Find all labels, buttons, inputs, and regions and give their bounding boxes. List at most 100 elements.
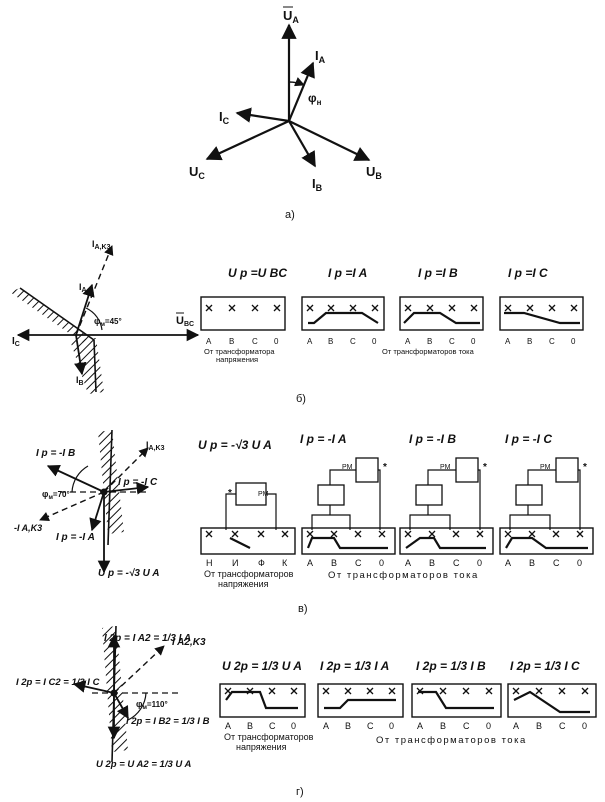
label-ia: IA [315, 48, 326, 65]
phi-arc-b [85, 307, 103, 331]
scheme-v-terminal-marks [205, 530, 584, 538]
svg-text:РМ: РМ [342, 464, 353, 471]
svg-text:B: B [328, 337, 333, 346]
panel-g-connection-schemes: U 2p = 1/3 U A I 2p = 1/3 I A I 2p = 1/3… [219, 659, 597, 798]
formula-b-1: U p =U BC [228, 266, 287, 280]
scheme-g-3-box [411, 683, 502, 718]
label-phi-g: φм=110° [136, 699, 168, 711]
scheme-v-1-box [200, 527, 296, 555]
scheme-b-4-box [499, 296, 584, 331]
svg-text:C: C [463, 721, 470, 731]
hatch-zone-b-upper [10, 288, 94, 345]
svg-text:A: A [307, 337, 313, 346]
vector-ub [288, 120, 371, 161]
hatch-zone-g [102, 626, 128, 752]
scheme-g-1-box [219, 683, 306, 718]
svg-text:C: C [355, 558, 362, 568]
svg-text:*: * [383, 462, 387, 473]
label-ip-ic-v: I p = -I C [118, 477, 158, 488]
vector-ib [288, 120, 316, 168]
svg-text:0: 0 [577, 558, 582, 568]
label-ua: UA [283, 8, 299, 25]
relay-v-3: РМ * [409, 457, 487, 530]
svg-text:0: 0 [486, 721, 491, 731]
svg-text:C: C [350, 337, 356, 346]
hatch-zone-v [98, 430, 124, 534]
svg-text:И: И [232, 558, 238, 568]
relay-v-1-wires [225, 493, 277, 530]
label-phi-v: φм=70° [42, 489, 70, 501]
svg-text:B: B [529, 558, 535, 568]
svg-text:К: К [282, 558, 288, 568]
label-ip-ib-v: I p = -I B [36, 448, 75, 459]
scheme-g-3-link [418, 690, 494, 710]
vector-ip-ia-v [89, 491, 105, 532]
formula-b-4: I p =I C [508, 266, 548, 280]
svg-text:*: * [483, 462, 487, 473]
vector-ia-b [75, 283, 95, 336]
formula-g-4: I 2p = 1/3 I C [510, 659, 580, 673]
vector-iak3-v [103, 447, 149, 493]
label-ib-b: IB [76, 375, 84, 387]
svg-text:B: B [247, 721, 253, 731]
vector-ib-b [74, 334, 87, 376]
formula-g-3: I 2p = 1/3 I B [416, 659, 486, 673]
svg-text:0: 0 [379, 558, 384, 568]
svg-text:*: * [583, 462, 587, 473]
label-phi-b: φм=45° [94, 316, 122, 328]
svg-text:B: B [345, 721, 351, 731]
svg-text:B: B [429, 558, 435, 568]
svg-text:A: A [307, 558, 313, 568]
formula-b-2: I p =I A [328, 266, 367, 280]
origin-dot-g [110, 689, 118, 697]
label-i2p-c: I 2p = I C2 = 1/3 I C [16, 677, 100, 688]
phi-arc-g [127, 692, 147, 721]
boundary-line-b-lower [93, 339, 97, 393]
vector-i2p-b [113, 692, 129, 720]
source-current-g: От трансформаторов тока [376, 735, 527, 746]
phi-arc [288, 77, 305, 87]
svg-text:0: 0 [372, 337, 377, 346]
svg-text:0: 0 [471, 337, 476, 346]
vector-iak3-b [75, 245, 114, 336]
caption-a: а) [285, 209, 295, 221]
svg-text:C: C [559, 721, 566, 731]
svg-text:A: A [206, 337, 212, 346]
label-ub: UB [366, 164, 382, 181]
caption-v: в) [298, 603, 308, 615]
svg-text:C: C [252, 337, 258, 346]
label-ia2k3: I A2,K3 [172, 637, 206, 648]
svg-text:B: B [229, 337, 234, 346]
source-voltage-g-line1: От трансформаторов [224, 732, 314, 742]
formula-v-2: I p = -I A [300, 432, 347, 446]
svg-text:РМ: РМ [440, 464, 451, 471]
scheme-v-4-box [499, 527, 594, 555]
label-ic: IC [219, 109, 230, 126]
vector-uc [205, 120, 290, 161]
scheme-g-4-link [513, 690, 590, 714]
scheme-b-3-link [403, 311, 480, 325]
scheme-g-terminal-labels: A B C 0 A B C 0 A B C 0 A B C 0 [225, 721, 587, 731]
scheme-b-1-box [200, 296, 286, 331]
scheme-g-2-box [317, 683, 404, 718]
svg-text:A: A [323, 721, 329, 731]
panel-a-vector-diagram: UA IA φн IC UC IB UB а) [189, 6, 382, 221]
label-iak3-b: IA,K3 [92, 239, 111, 251]
vector-ia [287, 61, 315, 122]
svg-text:A: A [225, 721, 231, 731]
source-current-v: От трансформаторов тока [328, 570, 479, 581]
label-ic-b: IC [12, 336, 20, 348]
svg-text:A: A [505, 337, 511, 346]
vector-ia2k3 [113, 645, 165, 694]
svg-text:0: 0 [291, 721, 296, 731]
label-ia-b: IA [79, 282, 87, 294]
scheme-v-3-box [399, 527, 494, 555]
formula-v-3: I p = -I B [409, 432, 456, 446]
svg-text:B: B [527, 337, 532, 346]
svg-text:Ф: Ф [258, 558, 265, 568]
svg-text:C: C [549, 337, 555, 346]
panel-g-vector-diagram: I 2p = I A2 = 1/3 I A I A2,K3 I 2p = I C… [16, 625, 210, 770]
hatch-zone-b-lower [70, 338, 104, 394]
origin-dot-v [100, 488, 108, 496]
svg-text:C: C [269, 721, 276, 731]
